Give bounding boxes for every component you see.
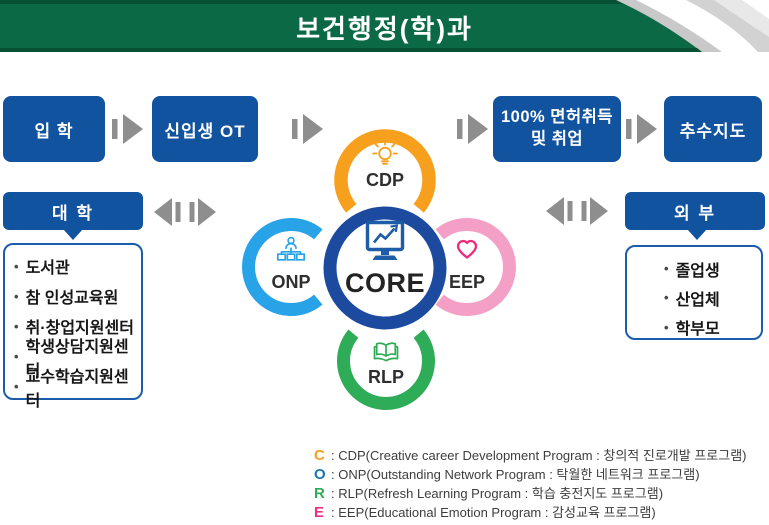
list-item: • 학생상담지원센터 — [14, 339, 139, 380]
list-item: • 산업체 — [664, 283, 761, 312]
eep-ring — [435, 218, 516, 316]
bullet-icon: • — [14, 288, 19, 304]
university-list: • 도서관 • 참 인성교육원 • 취·창업지원센터 • 학생상담지원센터 • 교수학습지… — [3, 243, 143, 410]
legend-text: : ONP(Outstanding Network Program : 탁월한 … — [331, 467, 700, 482]
legend-letter: O — [314, 466, 326, 483]
bullet-icon: • — [664, 290, 669, 306]
external-title: 외 부 — [673, 203, 716, 223]
lightbulb-icon — [372, 140, 398, 165]
legend-row-rlp: R : RLP(Refresh Learning Program : 학습 충전… — [314, 483, 746, 502]
book-icon — [373, 342, 399, 362]
list-item-label: 졸업생 — [675, 262, 720, 280]
legend: C : CDP(Creative career Development Prog… — [314, 445, 746, 521]
external-header: 외 부 — [625, 192, 765, 230]
legend-text: : CDP(Creative career Development Progra… — [331, 448, 747, 463]
flow-box-admission: 입 학 — [3, 96, 105, 162]
bullet-icon: • — [664, 319, 669, 335]
flow-box-label-line2: 및 취업 — [530, 130, 584, 148]
bullet-icon: • — [14, 349, 19, 365]
external-list: • 졸업생 • 산업체 • 학부모 — [625, 245, 763, 340]
flow-box-label-line1: 100% 면허취득 — [500, 108, 613, 127]
list-item-label: 취·창업지원센터 — [25, 320, 134, 338]
flow-arrow-icon — [292, 114, 323, 144]
legend-letter: R — [314, 485, 325, 502]
flow-box-orientation: 신입생 OT — [152, 96, 258, 162]
university-header: 대 학 — [3, 192, 143, 230]
eep-label: EEP — [449, 272, 485, 292]
heart-icon — [456, 239, 478, 259]
cdp-ring — [334, 129, 436, 213]
bullet-icon: • — [14, 379, 19, 395]
flow-arrow-icon — [457, 114, 488, 144]
list-item: • 취·창업지원센터 — [14, 311, 139, 341]
flow-box-label: 입 학 — [34, 121, 74, 141]
bullet-icon: • — [14, 258, 19, 274]
list-item: • 도서관 — [14, 251, 139, 281]
rlp-ring — [337, 329, 435, 410]
core-label: CORE — [345, 268, 425, 298]
legend-row-cdp: C : CDP(Creative career Development Prog… — [314, 445, 746, 464]
rlp-label: RLP — [368, 367, 404, 387]
list-item: • 참 인성교육원 — [14, 281, 139, 311]
list-item-label: 학생상담지원센터 — [25, 338, 129, 380]
network-icon — [276, 236, 306, 261]
list-item-label: 교수학습지원센터 — [25, 368, 129, 410]
legend-letter: C — [314, 447, 325, 464]
legend-row-onp: O : ONP(Outstanding Network Program : 탁월… — [314, 464, 746, 483]
flow-box-label: 신입생 OT — [164, 121, 246, 141]
legend-text: : EEP(Educational Emotion Program : 감성교육… — [331, 505, 656, 520]
banner-background — [0, 0, 769, 52]
university-title: 대 학 — [51, 203, 94, 223]
legend-row-eep: E : EEP(Educational Emotion Program : 감성… — [314, 502, 746, 521]
university-header-tail — [63, 229, 83, 240]
bullet-icon: • — [664, 261, 669, 277]
cdp-label: CDP — [366, 170, 404, 190]
list-item: • 졸업생 — [664, 254, 761, 283]
flow-box-license-employment: 100% 면허취득 및 취업 — [493, 96, 621, 162]
double-arrow-icon — [546, 197, 608, 225]
core-circle-ring — [323, 206, 447, 330]
list-item-label: 도서관 — [25, 260, 70, 278]
list-item-label: 학부모 — [675, 321, 720, 339]
flow-arrow-icon — [626, 114, 657, 144]
onp-ring — [242, 218, 323, 316]
list-item: • 교수학습지원센터 — [14, 369, 139, 410]
flow-arrow-icon — [112, 114, 143, 144]
list-item-label: 참 인성교육원 — [25, 290, 119, 308]
legend-letter: E — [314, 504, 325, 521]
flow-box-label: 추수지도 — [679, 121, 747, 141]
list-item-label: 산업체 — [675, 291, 720, 309]
flow-box-followup: 추수지도 — [664, 96, 762, 162]
external-header-tail — [687, 229, 707, 240]
double-arrow-icon — [154, 198, 216, 226]
page-title: 보건행정(학)과 — [296, 14, 473, 44]
legend-text: : RLP(Refresh Learning Program : 학습 충전지도… — [331, 486, 664, 501]
core-diagram: CDP ONP EEP RLP CORE — [242, 129, 516, 410]
list-item: • 학부모 — [664, 313, 761, 342]
onp-label: ONP — [271, 272, 310, 292]
monitor-chart-icon — [365, 220, 405, 260]
bullet-icon: • — [14, 318, 19, 334]
